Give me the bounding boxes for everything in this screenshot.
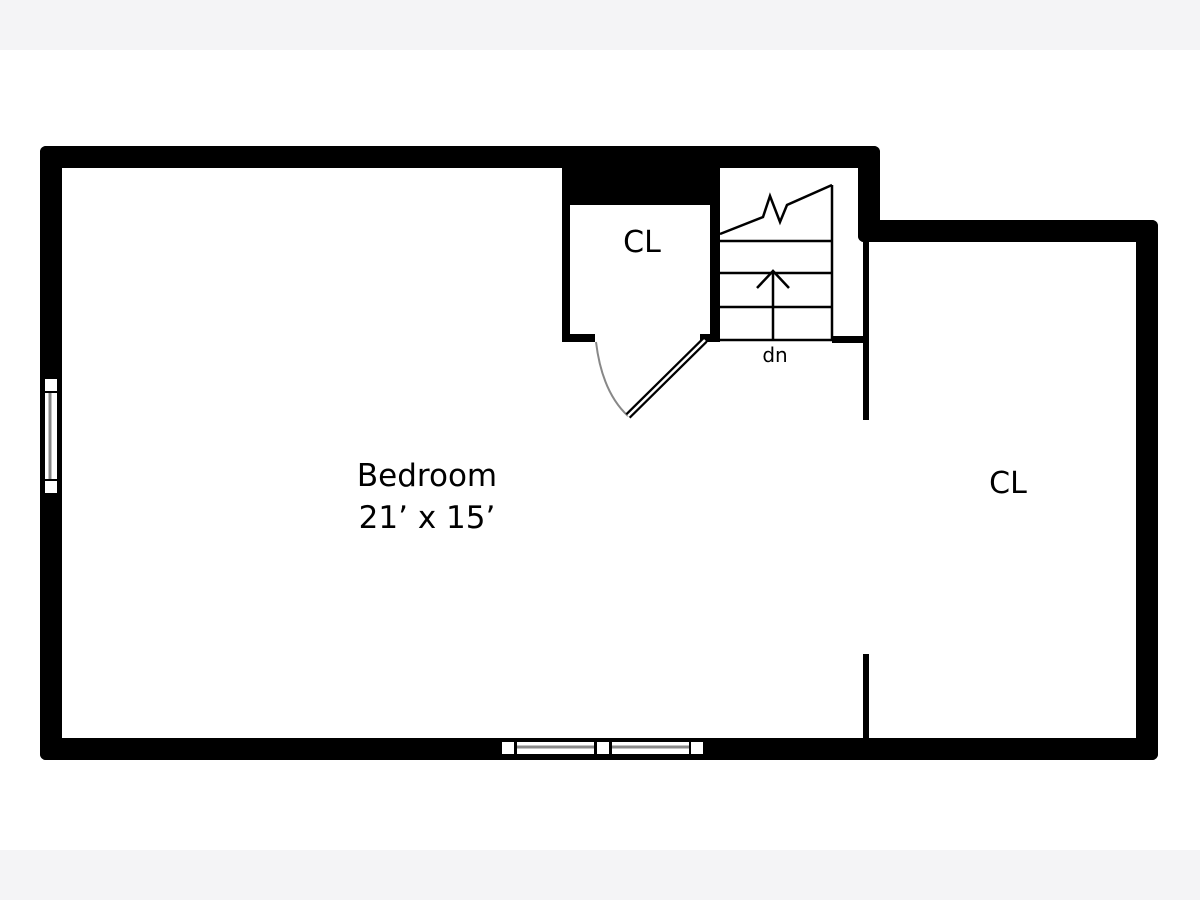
closet-door <box>595 337 708 419</box>
stairs-down-label: dn <box>762 343 787 367</box>
window-left <box>43 377 59 495</box>
window-bottom <box>500 740 706 756</box>
bedroom-label: Bedroom <box>357 458 497 494</box>
partition-walls <box>832 242 869 740</box>
small-closet-label: CL <box>623 225 661 260</box>
top-band <box>0 0 1200 50</box>
bottom-band <box>0 850 1200 900</box>
large-closet-label: CL <box>989 466 1027 501</box>
outer-walls <box>40 146 1158 760</box>
stairs <box>719 183 834 342</box>
closet-walls <box>562 168 720 342</box>
bedroom-dimensions: 21’ x 15’ <box>359 500 496 536</box>
